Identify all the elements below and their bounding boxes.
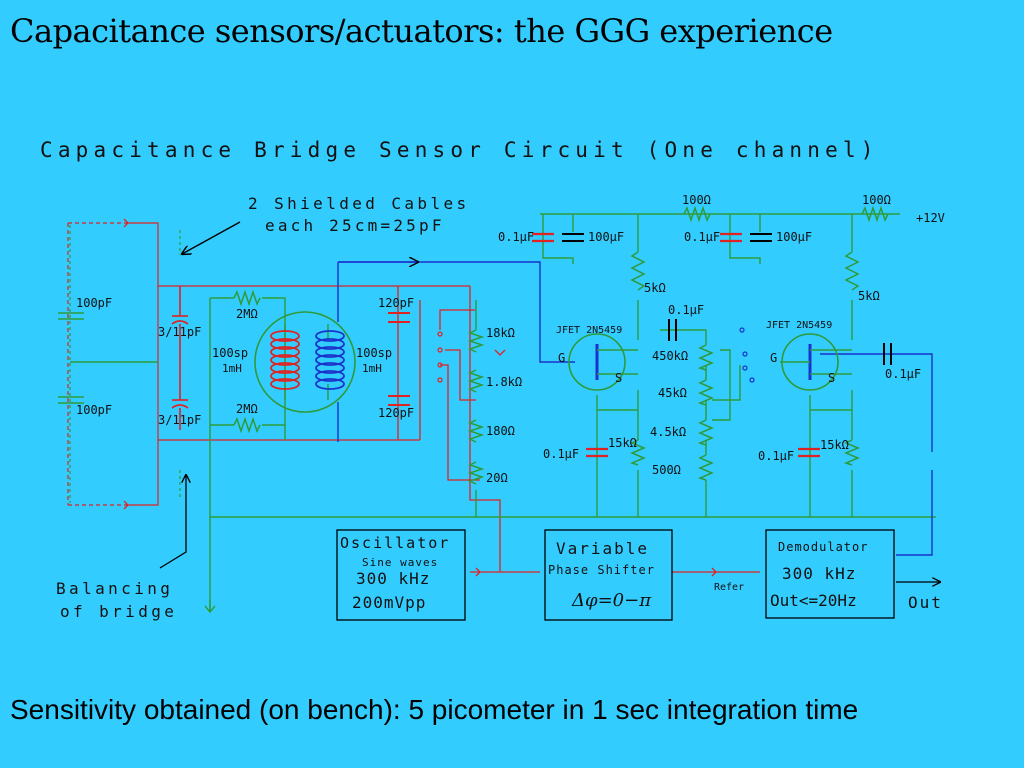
- balancing-note-line2: of bridge: [60, 602, 177, 621]
- refer-label: Refer: [714, 582, 744, 593]
- coil-left-label-1: 100sp: [212, 346, 248, 360]
- signal-arrows: [123, 218, 717, 577]
- demodulator-line1: Demodulator: [778, 540, 868, 554]
- diagram-heading: Capacitance Bridge Sensor Circuit (One c…: [40, 138, 879, 162]
- circuit-schematic: Capacitance Bridge Sensor Circuit (One c…: [40, 138, 945, 621]
- demodulator-line2: 300 kHz: [782, 564, 856, 583]
- resistors: [233, 205, 889, 485]
- supply-c2-label: 100μF: [588, 230, 624, 244]
- divider-r4-label: 20Ω: [486, 471, 508, 485]
- phase-shifter-line1: Variable: [556, 539, 649, 558]
- jfet2-gate-label: G: [770, 351, 777, 365]
- r-2m-top-label: 2MΩ: [236, 307, 258, 321]
- supply-capacitors: [532, 232, 892, 458]
- slide-title: Capacitance sensors/actuators: the GGG e…: [10, 12, 833, 50]
- pot-r2-label: 45kΩ: [658, 386, 687, 400]
- supply-c3-label: 0.1μF: [684, 230, 720, 244]
- jfet1-label: JFET 2N5459: [556, 325, 622, 336]
- left-cap-top-label: 100pF: [76, 296, 112, 310]
- cap-120-top-label: 120pF: [378, 296, 414, 310]
- oscillator-line4: 200mVpp: [352, 593, 426, 612]
- divider-r1-label: 18kΩ: [486, 326, 515, 340]
- pot-r1-label: 450kΩ: [652, 349, 688, 363]
- jfet1-source-r-label: 15kΩ: [608, 436, 637, 450]
- left-capacitors: [58, 312, 158, 404]
- oscillator-line1: Oscillator: [340, 534, 450, 552]
- supply-r2-label: 100Ω: [862, 193, 891, 207]
- jfet1-drain-r-label: 5kΩ: [644, 281, 666, 295]
- coupling-c-label: 0.1μF: [668, 303, 704, 317]
- sensor-cables: [67, 222, 159, 506]
- jfet2-label: JFET 2N5459: [766, 320, 832, 331]
- oscillator-line3: 300 kHz: [356, 569, 430, 588]
- left-cap-bottom-label: 100pF: [76, 403, 112, 417]
- supply-r1-label: 100Ω: [682, 193, 711, 207]
- pot-switch: [739, 327, 755, 383]
- jfet2-symbol: [780, 333, 852, 391]
- transformer: [254, 311, 356, 413]
- jfet2-drain-r-label: 5kΩ: [858, 289, 880, 303]
- demodulator-line3: Out<=20Hz: [770, 591, 857, 610]
- jfet2-source-c-label: 0.1μF: [758, 449, 794, 463]
- pot-r4-label: 500Ω: [652, 463, 681, 477]
- jfet1-gate-label: G: [558, 351, 565, 365]
- divider-r3-label: 180Ω: [486, 424, 515, 438]
- coil-right-label-2: 1mH: [362, 362, 382, 375]
- bridge-capacitors: [388, 312, 410, 406]
- ground-arrow: [204, 600, 216, 614]
- block-oscillator: [336, 529, 466, 621]
- jfet1-source-c-label: 0.1μF: [543, 447, 579, 461]
- balancing-pointer: [159, 475, 186, 569]
- block-phase-shifter: [544, 529, 673, 621]
- jfet1-source-label: S: [615, 371, 622, 385]
- divider-switch: [437, 331, 443, 383]
- phase-shifter-line2: Phase Shifter: [548, 563, 655, 577]
- coil-left-label-2: 1mH: [222, 362, 242, 375]
- out-label: Out: [908, 593, 943, 612]
- cables-note-line2: each 25cm=25pF: [265, 216, 445, 235]
- cables-note-line1: 2 Shielded Cables: [248, 194, 470, 213]
- r-2m-bottom-label: 2MΩ: [236, 402, 258, 416]
- cables-pointer: [182, 221, 241, 254]
- sensor-ground-lines: [69, 225, 181, 503]
- trimmer-bottom-label: 3/11pF: [158, 413, 201, 427]
- jfet2-source-label: S: [828, 371, 835, 385]
- pot-r3-label: 4.5kΩ: [650, 425, 686, 439]
- divider-r2-label: 1.8kΩ: [486, 375, 522, 389]
- cap-120-bottom-label: 120pF: [378, 406, 414, 420]
- balancing-note-line1: Balancing: [56, 579, 173, 598]
- trimmer-capacitors: [171, 286, 189, 430]
- block-demodulator: [765, 529, 895, 619]
- oscillator-line2: Sine waves: [362, 556, 438, 569]
- blue-wires: [337, 261, 933, 556]
- output-c-label: 0.1μF: [885, 367, 921, 381]
- phase-shifter-line3: Δφ=0−π: [571, 590, 652, 611]
- jfet2-source-r-label: 15kΩ: [820, 438, 849, 452]
- slide-footer: Sensitivity obtained (on bench): 5 picom…: [10, 694, 859, 725]
- trimmer-top-label: 3/11pF: [158, 325, 201, 339]
- jfet1-symbol: [568, 333, 638, 391]
- supply-c1-label: 0.1μF: [498, 230, 534, 244]
- supply-vplus-label: +12V: [916, 211, 945, 225]
- bridge-red-wires: [158, 285, 760, 573]
- coil-right-label-1: 100sp: [356, 346, 392, 360]
- supply-c4-label: 100μF: [776, 230, 812, 244]
